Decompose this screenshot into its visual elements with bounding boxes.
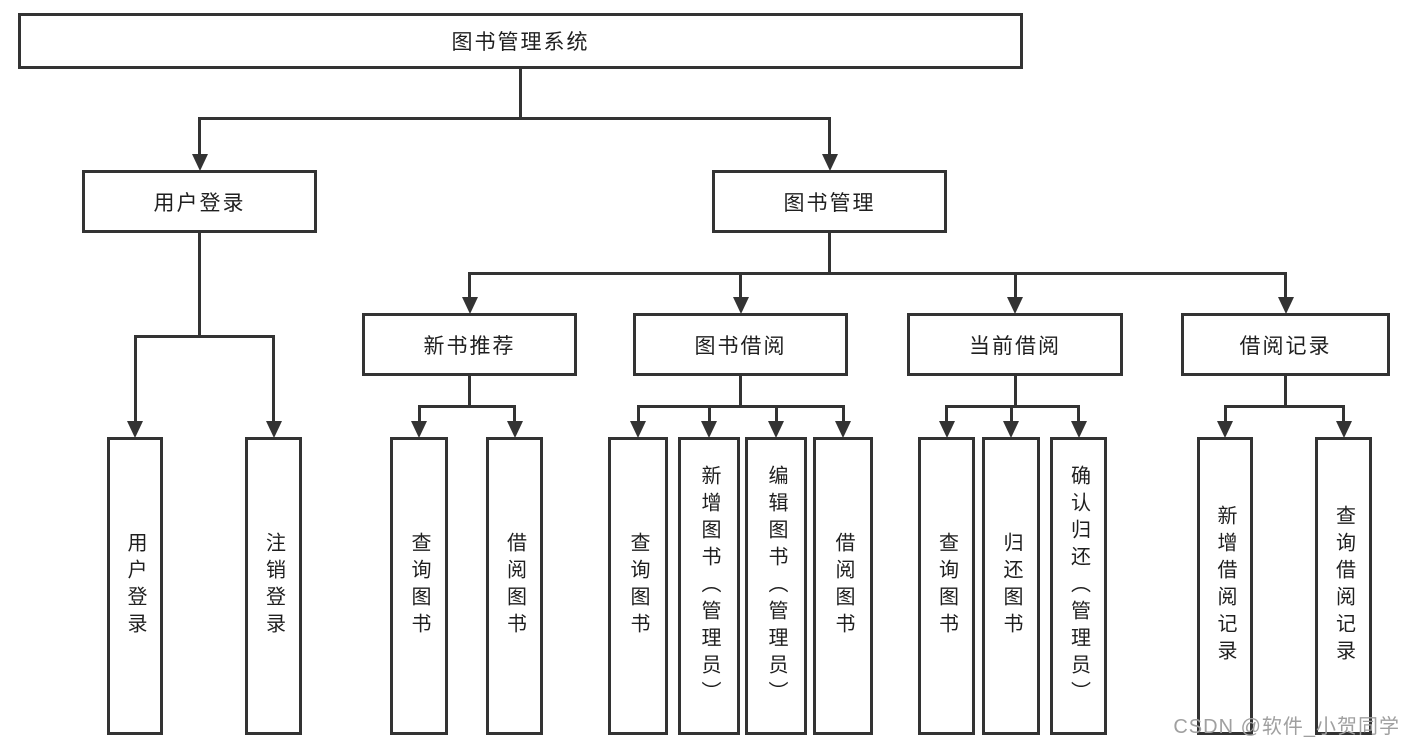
node-label-leaf-br-add: 新增借阅记录 bbox=[1214, 505, 1236, 667]
node-leaf-br-add: 新增借阅记录 bbox=[1197, 437, 1253, 735]
node-record: 借阅记录 bbox=[1181, 313, 1390, 376]
connector-line bbox=[707, 405, 711, 424]
node-label-borrow: 图书借阅 bbox=[694, 334, 787, 358]
arrowhead-icon bbox=[732, 297, 749, 314]
connector-line bbox=[468, 272, 1287, 275]
node-label-leaf-nb-borrow: 借阅图书 bbox=[503, 532, 526, 640]
node-borrow: 图书借阅 bbox=[633, 313, 848, 376]
arrowhead-icon bbox=[461, 297, 478, 314]
arrowhead-icon bbox=[835, 421, 851, 438]
arrowhead-icon bbox=[938, 421, 955, 438]
node-current: 当前借阅 bbox=[907, 313, 1123, 376]
connector-line bbox=[828, 232, 831, 275]
node-leaf-nb-borrow: 借阅图书 bbox=[486, 437, 543, 735]
connector-line bbox=[1284, 272, 1287, 300]
node-label-login: 用户登录 bbox=[153, 191, 246, 215]
connector-line bbox=[417, 405, 516, 408]
node-label-leaf-bb-add: 新增图书（管理员） bbox=[698, 464, 720, 708]
node-label-leaf-bb-edit: 编辑图书（管理员） bbox=[765, 464, 787, 708]
node-leaf-bb-query: 查询图书 bbox=[608, 437, 668, 735]
arrowhead-icon bbox=[1335, 421, 1352, 438]
connector-line bbox=[1077, 405, 1080, 424]
connector-line bbox=[133, 335, 137, 424]
node-label-leaf-cb-query: 查询图书 bbox=[935, 532, 958, 640]
connector-line bbox=[1013, 375, 1017, 408]
connector-line bbox=[828, 117, 831, 157]
connector-line bbox=[198, 117, 831, 120]
arrowhead-icon bbox=[768, 421, 784, 438]
connector-line bbox=[468, 375, 471, 408]
csdn-watermark: CSDN @软件_小贺同学 bbox=[1173, 716, 1400, 738]
node-newbook: 新书推荐 bbox=[362, 313, 577, 376]
arrowhead-icon bbox=[265, 421, 282, 438]
node-label-leaf-br-query: 查询借阅记录 bbox=[1332, 505, 1355, 667]
connector-line bbox=[1342, 405, 1345, 424]
node-label-leaf-user-login: 用户登录 bbox=[124, 532, 146, 640]
connector-line bbox=[513, 405, 516, 424]
connector-line bbox=[636, 405, 640, 424]
connector-line bbox=[636, 405, 845, 408]
node-label-leaf-bb-borrow: 借阅图书 bbox=[832, 532, 854, 640]
connector-line bbox=[739, 272, 742, 300]
connector-line bbox=[519, 68, 522, 120]
arrowhead-icon bbox=[191, 154, 208, 171]
node-label-leaf-bb-query: 查询图书 bbox=[627, 532, 649, 640]
node-leaf-cb-confirm: 确认归还（管理员） bbox=[1050, 437, 1107, 735]
connector-line bbox=[468, 272, 471, 300]
node-label-mgmt: 图书管理 bbox=[783, 191, 876, 215]
connector-line bbox=[774, 405, 778, 424]
node-label-newbook: 新书推荐 bbox=[423, 334, 516, 358]
connector-line bbox=[272, 335, 275, 424]
node-leaf-bb-add: 新增图书（管理员） bbox=[678, 437, 740, 735]
connector-line bbox=[1284, 375, 1287, 408]
connector-line bbox=[1223, 405, 1345, 408]
node-leaf-bb-borrow: 借阅图书 bbox=[813, 437, 873, 735]
node-leaf-cb-query: 查询图书 bbox=[918, 437, 975, 735]
node-label-record: 借阅记录 bbox=[1239, 334, 1332, 358]
connector-line bbox=[1223, 405, 1227, 424]
connector-line bbox=[1013, 272, 1017, 300]
node-leaf-bb-edit: 编辑图书（管理员） bbox=[745, 437, 807, 735]
connector-line bbox=[133, 335, 275, 338]
connector-line bbox=[841, 405, 845, 424]
node-leaf-user-login: 用户登录 bbox=[107, 437, 163, 735]
node-label-leaf-nb-query: 查询图书 bbox=[408, 532, 430, 640]
arrowhead-icon bbox=[1070, 421, 1087, 438]
node-leaf-br-query: 查询借阅记录 bbox=[1315, 437, 1372, 735]
arrowhead-icon bbox=[821, 154, 838, 171]
arrowhead-icon bbox=[1217, 421, 1233, 438]
node-leaf-cb-return: 归还图书 bbox=[982, 437, 1040, 735]
node-leaf-logout: 注销登录 bbox=[245, 437, 302, 735]
node-label-leaf-cb-confirm: 确认归还（管理员） bbox=[1067, 464, 1090, 708]
arrowhead-icon bbox=[127, 421, 143, 438]
arrowhead-icon bbox=[1003, 421, 1019, 438]
connector-line bbox=[198, 232, 201, 338]
node-label-leaf-cb-return: 归还图书 bbox=[1000, 532, 1022, 640]
connector-line bbox=[945, 405, 1080, 408]
node-label-root: 图书管理系统 bbox=[451, 31, 590, 54]
arrowhead-icon bbox=[701, 421, 717, 438]
connector-line bbox=[1009, 405, 1013, 424]
node-label-leaf-logout: 注销登录 bbox=[262, 532, 285, 640]
node-root: 图书管理系统 bbox=[18, 13, 1023, 69]
node-label-current: 当前借阅 bbox=[969, 334, 1061, 358]
node-login: 用户登录 bbox=[82, 170, 317, 233]
arrowhead-icon bbox=[630, 421, 646, 438]
connector-line bbox=[198, 117, 201, 157]
connector-line bbox=[417, 405, 421, 424]
arrowhead-icon bbox=[411, 421, 427, 438]
arrowhead-icon bbox=[1277, 297, 1294, 314]
node-mgmt: 图书管理 bbox=[712, 170, 947, 233]
connector-line bbox=[945, 405, 948, 424]
connector-line bbox=[739, 375, 742, 408]
node-leaf-nb-query: 查询图书 bbox=[390, 437, 448, 735]
arrowhead-icon bbox=[1007, 297, 1023, 314]
arrowhead-icon bbox=[506, 421, 523, 438]
